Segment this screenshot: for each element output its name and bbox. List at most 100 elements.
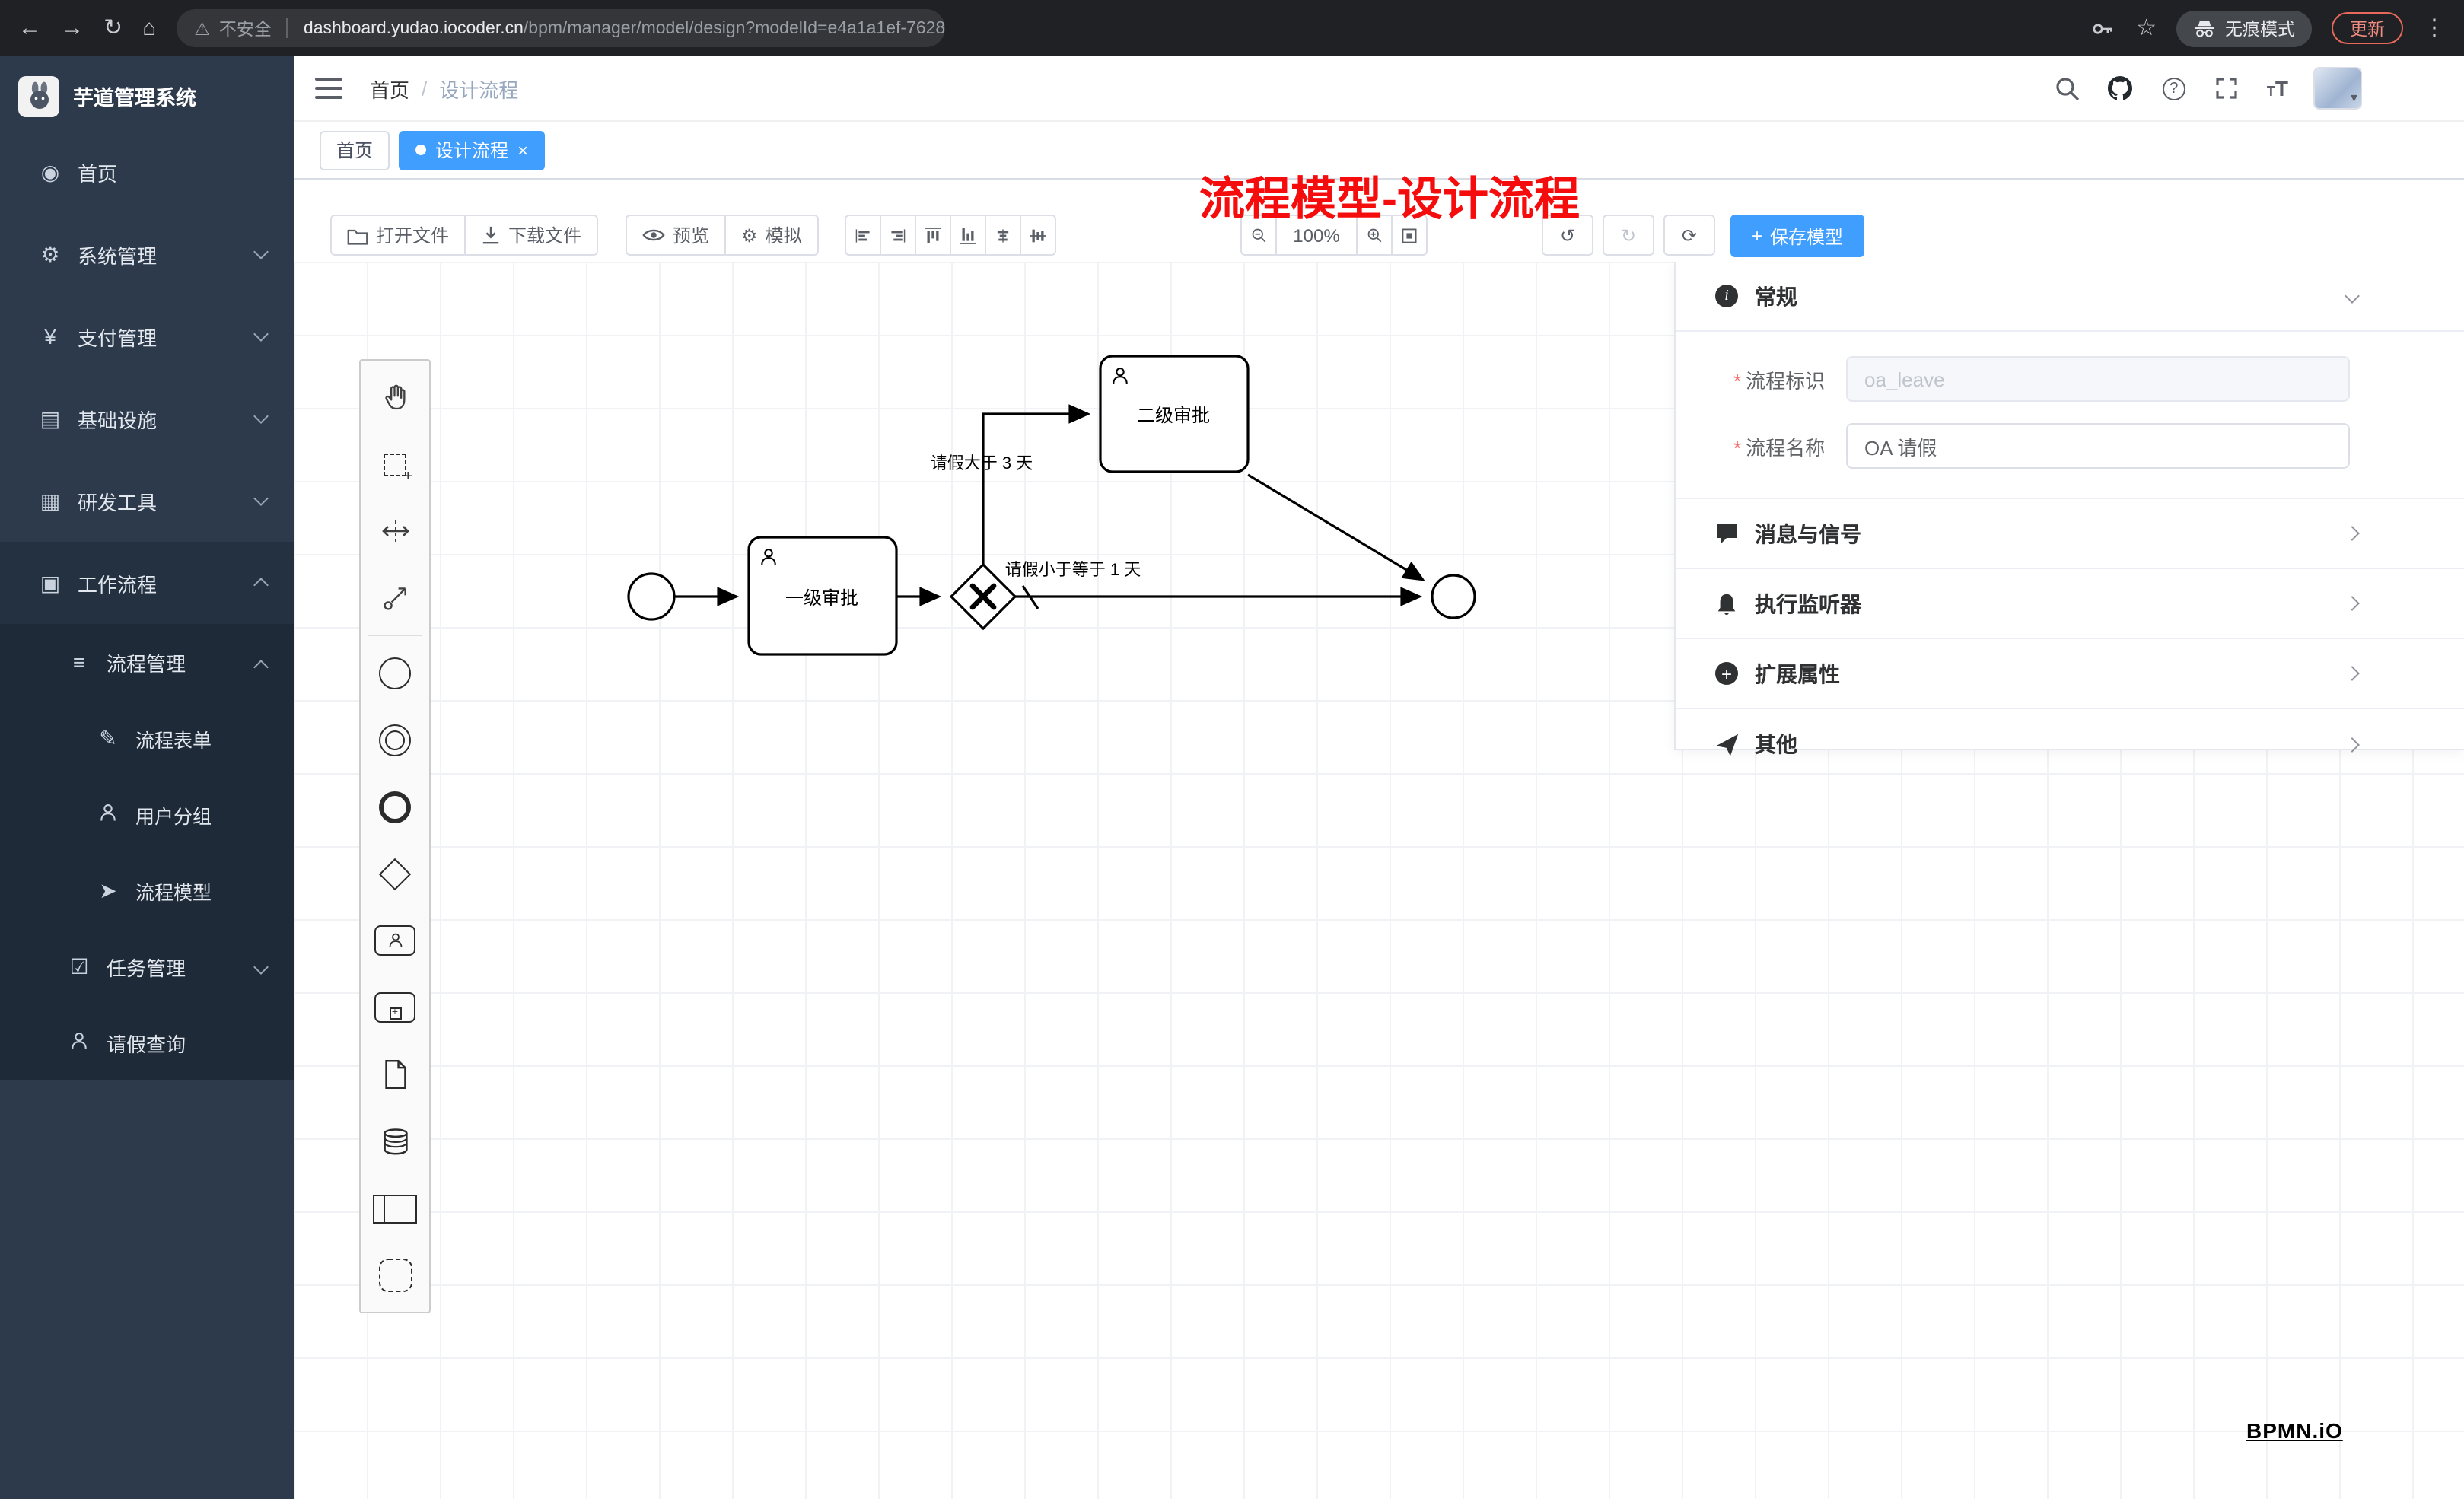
tab-label: 首页 (336, 140, 374, 161)
align-button-group (845, 215, 1056, 256)
create-user-task[interactable] (361, 907, 429, 974)
list-icon: ≡ (72, 650, 86, 674)
browser-chrome: ← → ↻ ⌂ ⚠ 不安全 dashboard.yudao.iocoder.cn… (0, 0, 2464, 56)
address-bar[interactable]: ⚠ 不安全 dashboard.yudao.iocoder.cn/bpm/man… (176, 9, 945, 47)
help-icon[interactable]: ? (2160, 75, 2188, 102)
restart-button[interactable]: ⟳ (1663, 215, 1715, 256)
create-participant[interactable] (361, 1175, 429, 1242)
section-other[interactable]: 其他 (1676, 709, 2464, 779)
forward-button[interactable]: → (61, 15, 84, 41)
section-title: 消息与信号 (1755, 521, 1861, 546)
zoom-out-button[interactable] (1240, 215, 1277, 256)
space-tool[interactable] (361, 498, 429, 565)
flow-task2-to-end[interactable] (1247, 473, 1425, 581)
avatar[interactable] (2313, 67, 2363, 110)
info-icon: i (1714, 285, 1740, 307)
align-center-horizontal-button[interactable] (985, 215, 1021, 256)
tab-close-icon[interactable]: × (517, 139, 529, 161)
exclusive-gateway[interactable] (949, 562, 1017, 631)
section-extended-attributes[interactable]: + 扩展属性 (1676, 639, 2464, 709)
tab-home[interactable]: 首页 (320, 130, 390, 170)
sidebar-item-task-management[interactable]: ☑ 任务管理 (0, 928, 294, 1004)
zoom-level[interactable]: 100% (1275, 215, 1358, 256)
sidebar-fold-icon[interactable] (315, 78, 342, 99)
section-general[interactable]: i 常规 (1676, 262, 2464, 332)
create-data-object[interactable] (361, 1041, 429, 1108)
flow-gateway-to-task2[interactable] (982, 404, 1091, 565)
align-bottom-button[interactable] (950, 215, 986, 256)
chevron-down-icon (253, 244, 269, 259)
browser-update-button[interactable]: 更新 (2332, 12, 2403, 44)
app-title: 芋道管理系统 (73, 87, 196, 110)
sidebar-item-dashboard[interactable]: ◉ 首页 (0, 131, 294, 213)
hand-tool[interactable] (361, 364, 429, 431)
github-icon[interactable] (2107, 75, 2135, 102)
security-warning-label[interactable]: 不安全 (218, 21, 272, 39)
font-size-icon[interactable]: TT (2266, 76, 2288, 100)
back-button[interactable]: ← (18, 15, 41, 41)
create-end-event[interactable] (361, 773, 429, 840)
create-subprocess[interactable]: + (361, 974, 429, 1041)
sidebar-item-label: 请假查询 (107, 1033, 186, 1055)
process-name-input[interactable] (1846, 423, 2350, 469)
sidebar-item-process-model[interactable]: ➤ 流程模型 (0, 852, 294, 928)
simulate-button[interactable]: ⚙ 模拟 (724, 215, 819, 256)
condition-gt-3-days-label[interactable]: 请假大于 3 天 (931, 454, 1033, 473)
message-icon (1714, 522, 1740, 545)
task-second-approval[interactable]: 二级审批 (1099, 355, 1250, 473)
process-name-label: *流程名称 (1733, 436, 1826, 459)
sidebar-item-label: 工作流程 (78, 573, 158, 596)
password-key-icon[interactable] (2089, 14, 2116, 42)
section-execution-listener[interactable]: 执行监听器 (1676, 569, 2464, 639)
condition-le-1-day-label[interactable]: 请假小于等于 1 天 (1005, 560, 1141, 579)
sidebar-item-process-form[interactable]: ✎ 流程表单 (0, 700, 294, 776)
breadcrumb-home[interactable]: 首页 (370, 78, 410, 101)
task-first-approval[interactable]: 一级审批 (747, 536, 898, 656)
reload-button[interactable]: ↻ (103, 15, 123, 41)
create-intermediate-event[interactable] (361, 706, 429, 773)
sidebar-item-user-group[interactable]: 用户分组 (0, 776, 294, 852)
bpmn-io-logo[interactable]: BPMN.iO (2246, 1418, 2343, 1443)
sidebar-item-system-management[interactable]: ⚙ 系统管理 (0, 213, 294, 295)
zoom-in-button[interactable] (1356, 215, 1393, 256)
fullscreen-icon[interactable] (2214, 75, 2241, 102)
incognito-badge: 无痕模式 (2176, 10, 2312, 46)
create-data-store[interactable] (361, 1108, 429, 1175)
caret-down-icon[interactable]: ▾ (2350, 90, 2357, 105)
sidebar-item-dev-tools[interactable]: ▦ 研发工具 (0, 460, 294, 542)
section-message-signal[interactable]: 消息与信号 (1676, 499, 2464, 569)
undo-button[interactable]: ↺ (1542, 215, 1593, 256)
redo-button[interactable]: ↻ (1603, 215, 1654, 256)
sidebar-item-infrastructure[interactable]: ▤ 基础设施 (0, 377, 294, 460)
bpmn-canvas[interactable]: + (294, 262, 2464, 1499)
home-button[interactable]: ⌂ (142, 15, 157, 41)
sidebar-item-payment-management[interactable]: ¥ 支付管理 (0, 295, 294, 377)
download-file-button[interactable]: 下载文件 (464, 215, 599, 256)
global-connect-tool[interactable] (361, 565, 429, 632)
app-logo-row[interactable]: 芋道管理系统 (0, 56, 294, 135)
folder-icon (347, 228, 368, 244)
search-icon[interactable] (2054, 75, 2081, 102)
browser-menu-icon[interactable]: ⋮ (2423, 15, 2446, 41)
align-center-vertical-button[interactable] (1020, 215, 1056, 256)
bookmark-star-icon[interactable]: ☆ (2136, 15, 2157, 41)
lasso-tool[interactable] (361, 431, 429, 498)
start-event[interactable] (627, 572, 676, 621)
create-group[interactable] (361, 1242, 429, 1309)
task-icon: ☑ (69, 953, 89, 978)
create-start-event[interactable] (361, 639, 429, 706)
preview-button[interactable]: 预览 (626, 215, 727, 256)
zoom-reset-button[interactable] (1391, 215, 1428, 256)
align-top-button[interactable] (915, 215, 951, 256)
align-right-button[interactable] (880, 215, 916, 256)
align-left-button[interactable] (845, 215, 881, 256)
sidebar-item-leave-query[interactable]: 请假查询 (0, 1004, 294, 1080)
open-file-button[interactable]: 打开文件 (330, 215, 466, 256)
end-event[interactable] (1431, 574, 1476, 619)
sidebar-item-workflow[interactable]: ▣ 工作流程 (0, 542, 294, 624)
tab-design-process[interactable]: 设计流程 × (399, 130, 546, 170)
user-avatar-wrap: ▾ (2313, 67, 2363, 110)
sidebar-item-process-management[interactable]: ≡ 流程管理 (0, 624, 294, 700)
save-model-button[interactable]: + 保存模型 (1730, 215, 1865, 257)
process-key-input[interactable] (1846, 356, 2350, 402)
